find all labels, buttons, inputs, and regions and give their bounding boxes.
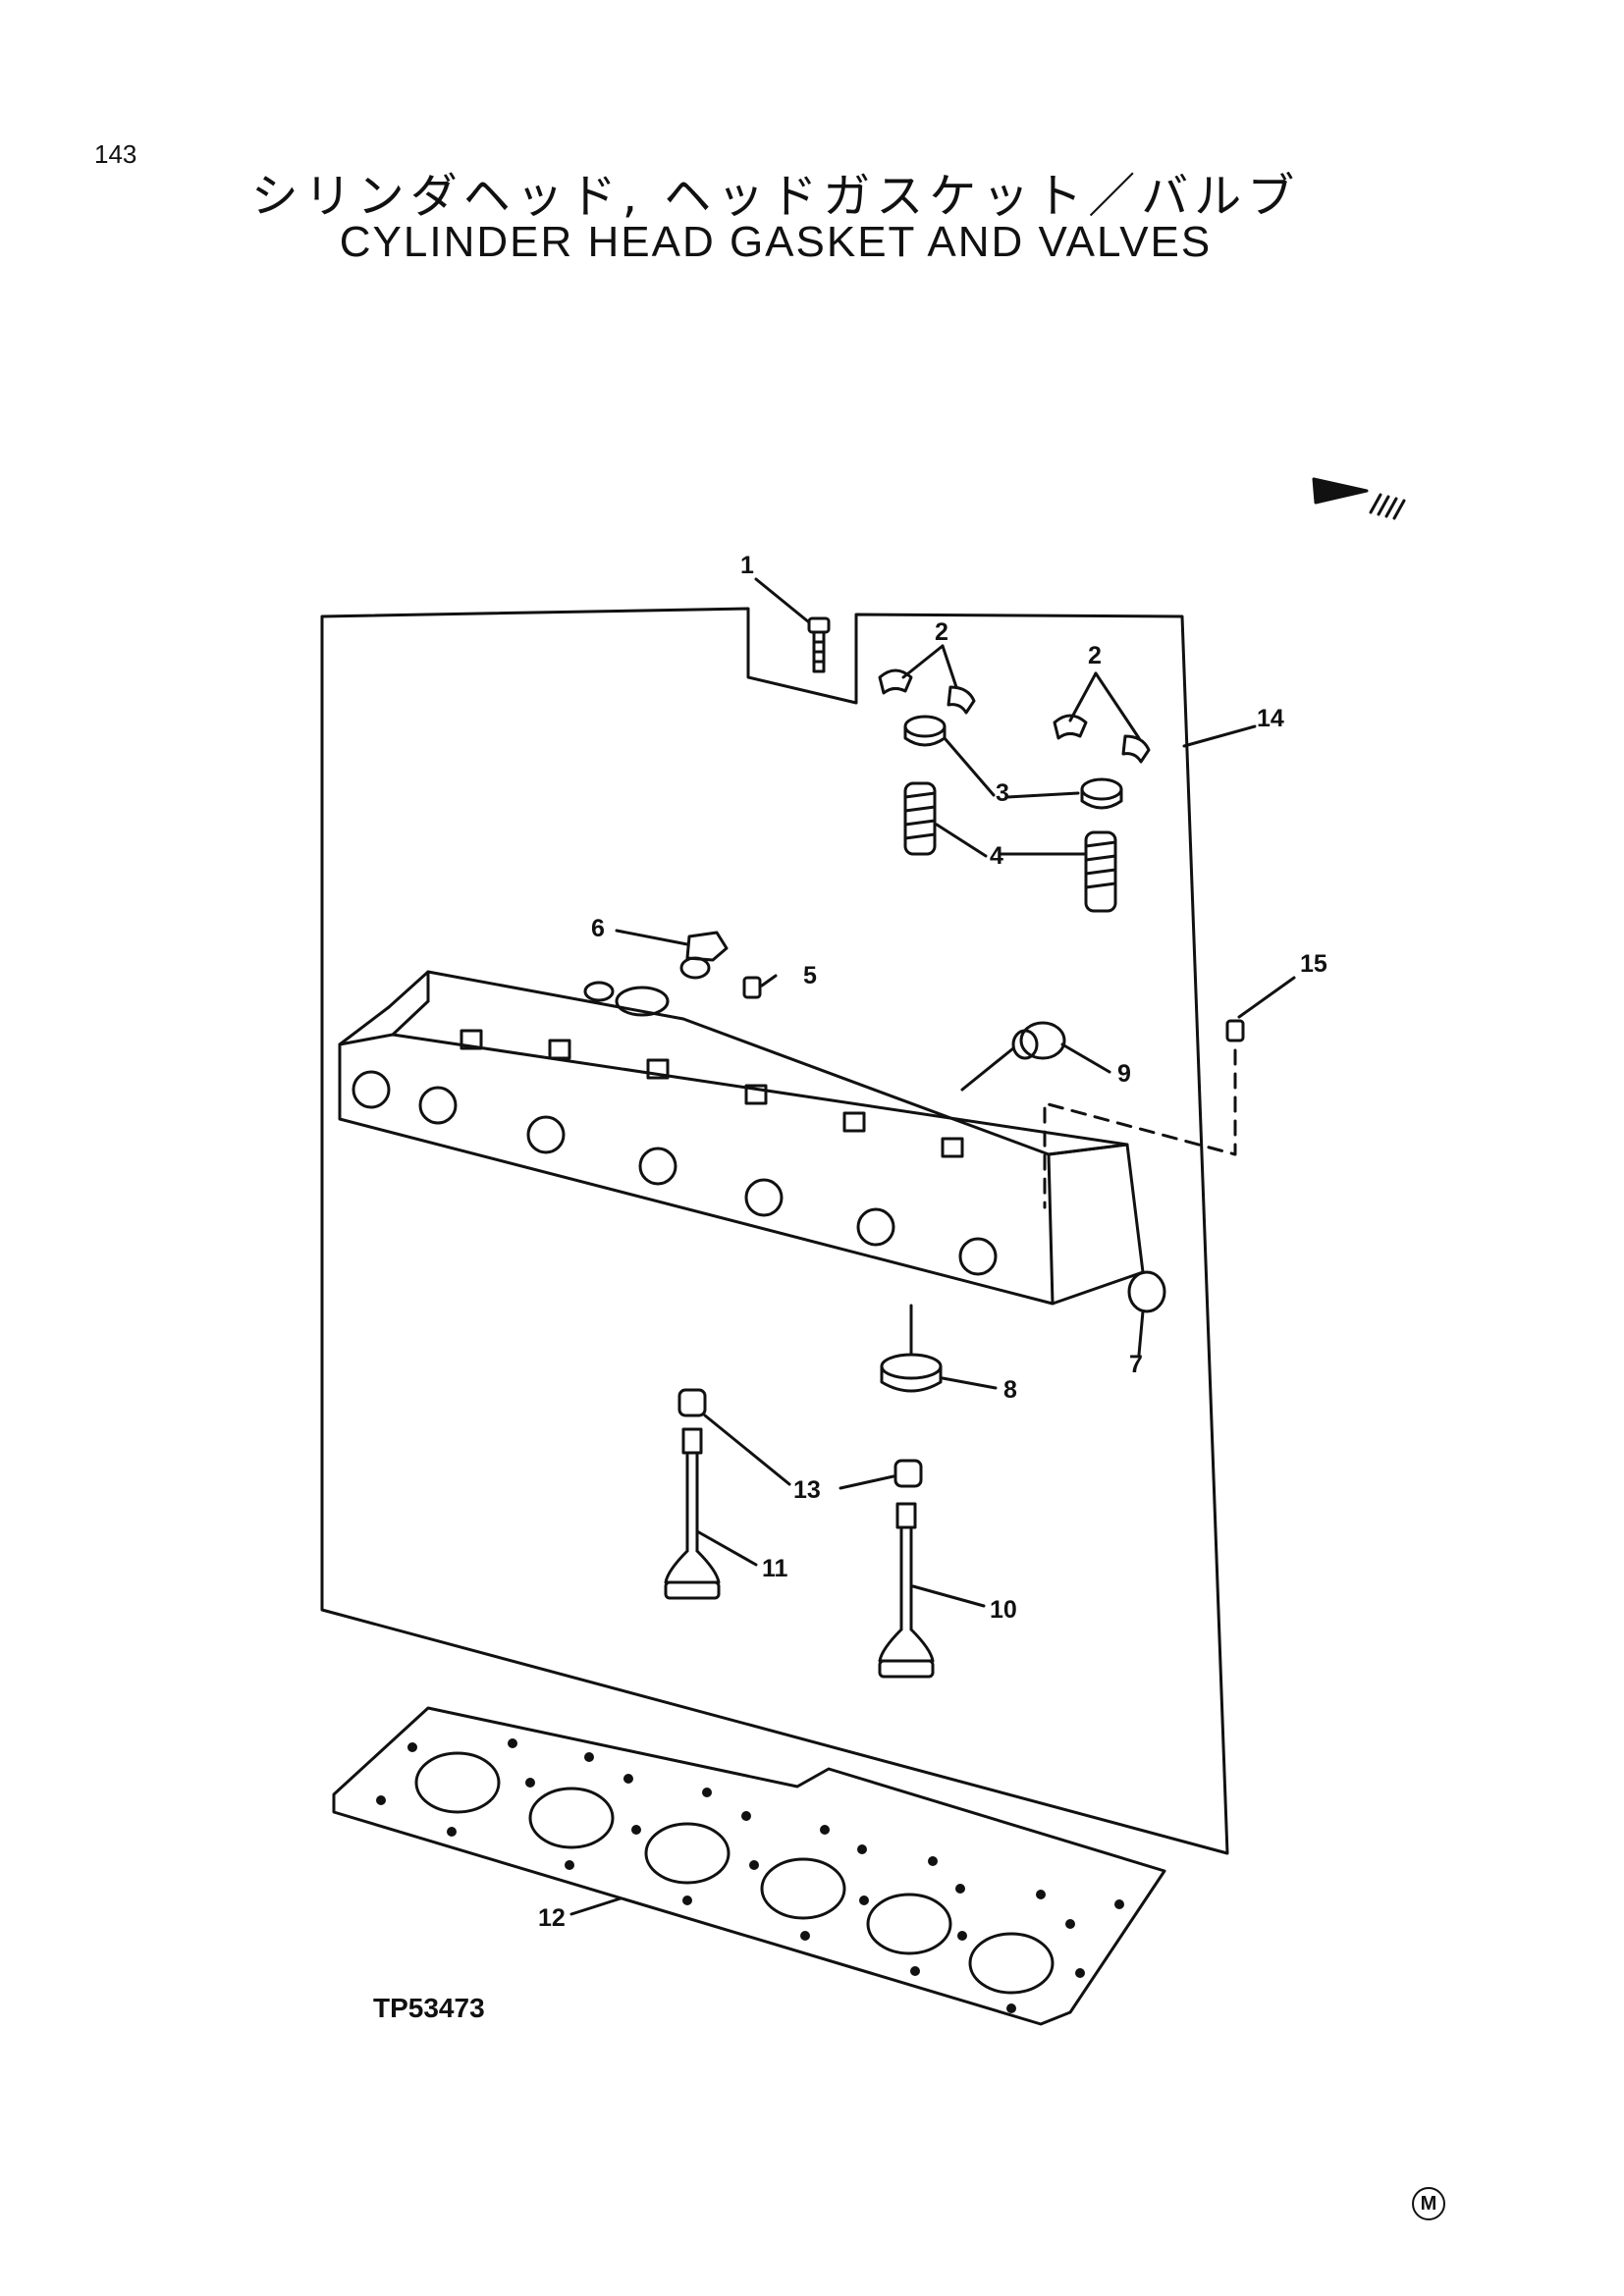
valve-keepers-part-2 [878, 668, 1151, 764]
callout-5: 5 [803, 962, 817, 989]
callout-14: 14 [1257, 705, 1284, 732]
callout-9: 9 [1117, 1060, 1131, 1088]
head-gasket-part-12 [332, 1706, 1166, 2026]
fitting-part-6 [679, 931, 729, 980]
gasket-holes [376, 1738, 1124, 2013]
valve-part-11 [664, 1427, 721, 1600]
bolt-part-1 [807, 616, 831, 673]
callout-10: 10 [990, 1596, 1017, 1624]
spring-caps-part-3 [903, 715, 1123, 810]
callout-7: 7 [1129, 1351, 1143, 1378]
valve-part-10 [878, 1502, 935, 1679]
callout-15: 15 [1300, 950, 1327, 978]
valve-seal-part-13 [677, 1388, 923, 1488]
callout-4: 4 [990, 842, 1003, 870]
plug-part-5 [742, 976, 762, 999]
dashed-leader [1043, 1048, 1237, 1209]
callout-6: 6 [591, 915, 605, 942]
cylinder-head-block [338, 970, 1145, 1306]
title-japanese: シリンダヘッド, ヘッドガスケット／バルブ [250, 169, 1301, 224]
callout-12: 12 [538, 1904, 566, 1932]
corner-mark-icon: M [1412, 2187, 1445, 2220]
title-english: CYLINDER HEAD GASKET AND VALVES [339, 218, 1213, 266]
direction-arrow-icon [1312, 477, 1406, 520]
plug-part-15 [1225, 1019, 1245, 1042]
callout-8: 8 [1003, 1376, 1017, 1404]
callout-13: 13 [793, 1476, 821, 1504]
callout-11: 11 [762, 1555, 788, 1582]
callout-3: 3 [996, 779, 1009, 807]
oring-part-7 [1127, 1270, 1166, 1313]
page-number: 143 [94, 139, 137, 169]
insert-part-8 [880, 1353, 943, 1393]
callout-1: 1 [740, 552, 754, 579]
figure-code: TP53473 [373, 1993, 485, 2023]
valve-springs-part-4 [903, 781, 1117, 913]
seal-part-9 [1011, 1021, 1066, 1060]
callout-2a: 2 [935, 618, 948, 646]
frame-panel [320, 607, 1229, 1855]
callout-2b: 2 [1088, 642, 1102, 669]
